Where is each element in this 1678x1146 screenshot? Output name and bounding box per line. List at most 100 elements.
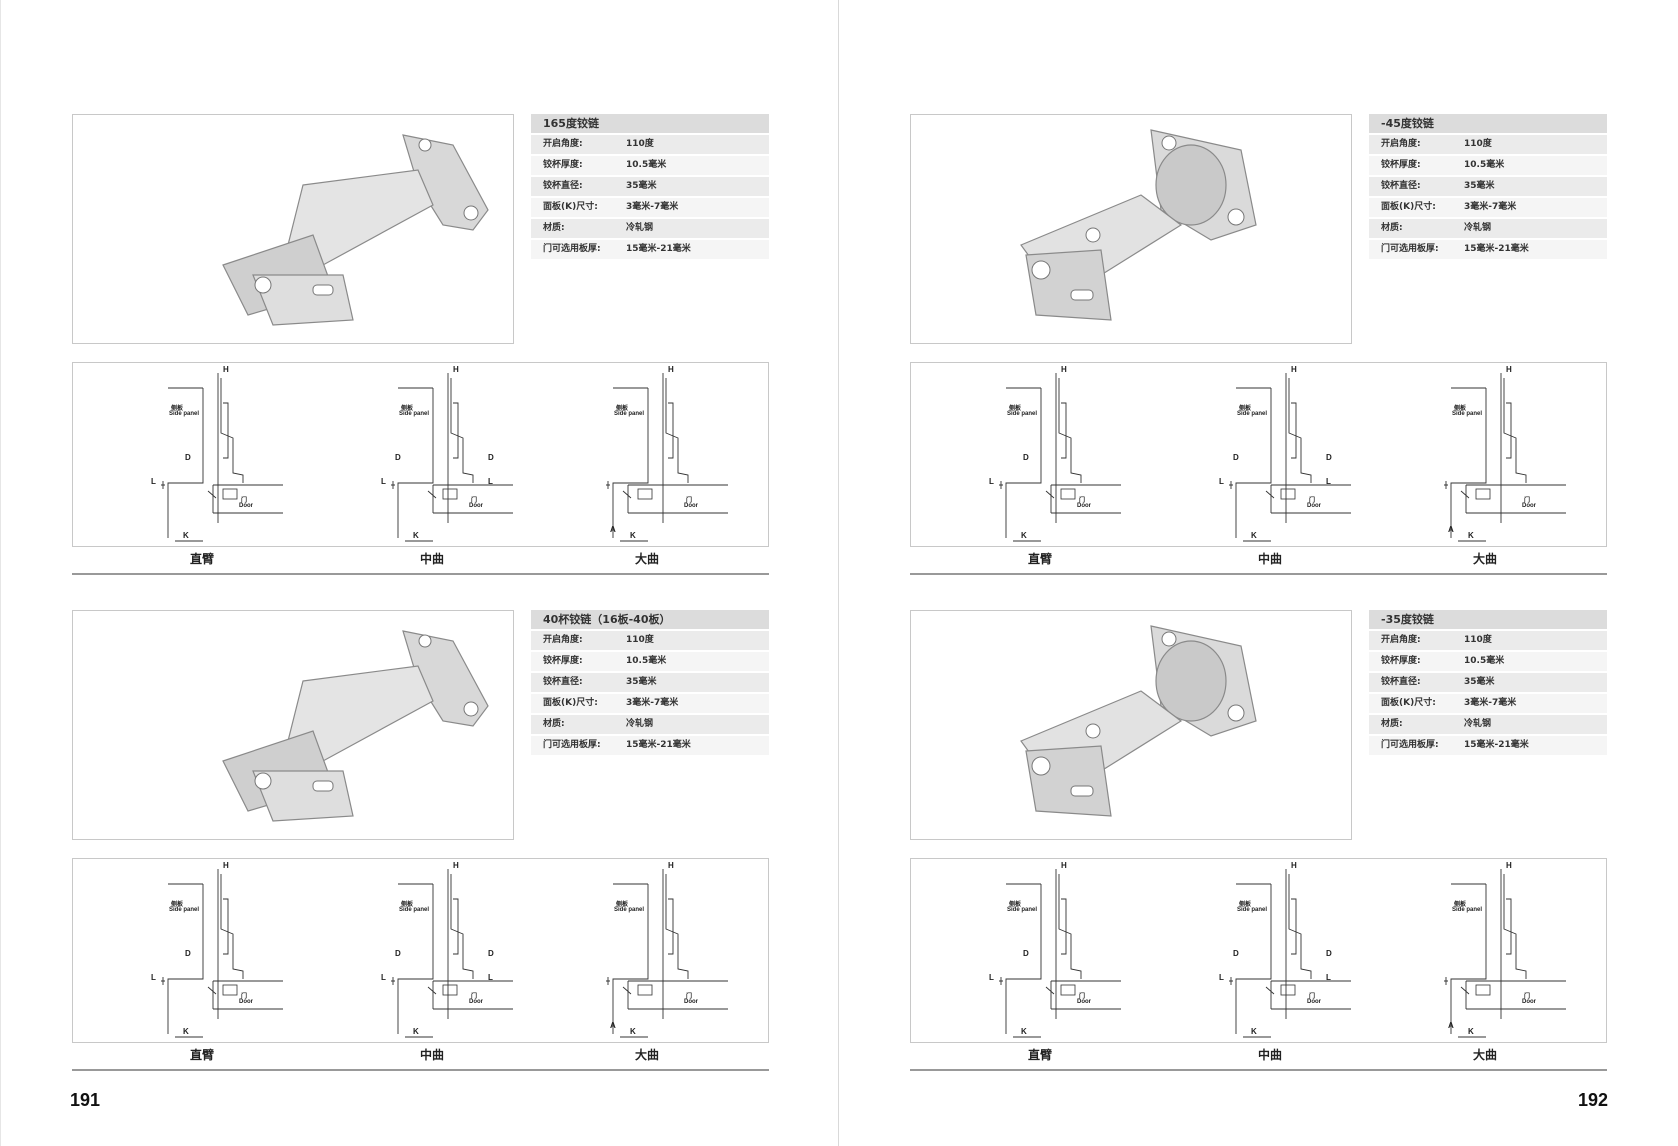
mounting-diagram: H 侧板 Side panel D L 门 Door A K [1326, 859, 1566, 1044]
door-en: Door [1307, 999, 1321, 1005]
arm-type-caption: 直臂 [1027, 1048, 1052, 1062]
product-photo [910, 114, 1352, 344]
spec-label: 铰杯厚度: [543, 656, 583, 666]
product-photo [72, 610, 514, 840]
side-panel-cn: 侧板 [1454, 406, 1467, 412]
spec-label: 材质: [543, 223, 565, 233]
arm-type-caption: 直臂 [1027, 552, 1052, 566]
spec-label: 材质: [1381, 719, 1403, 729]
mounting-diagram: H 侧板 Side panel D L 门 Door K [143, 363, 283, 548]
side-panel-cn: 侧板 [171, 902, 184, 908]
door-en: Door [1077, 999, 1091, 1005]
spec-row: 门可选用板厚: 15毫米-21毫米 [531, 240, 769, 259]
label-h: H [1061, 365, 1067, 374]
arm-type-caption: 直臂 [189, 1048, 214, 1062]
spec-value: 35毫米 [626, 181, 657, 191]
arm-type-caption: 大曲 [1472, 552, 1497, 566]
arm-type-caption: 大曲 [1472, 1048, 1497, 1062]
side-panel-en: Side panel [1237, 907, 1268, 913]
hinge-illustration [1020, 129, 1257, 321]
mounting-diagram: H 侧板 Side panel D L 门 Door A K [488, 363, 728, 548]
label-h: H [668, 365, 674, 374]
spec-table: 165度铰链 开启角度: 110度 铰杯厚度: 10.5毫米 铰杯直径: 35毫… [531, 114, 769, 259]
spec-table: -35度铰链 开启角度: 110度 铰杯厚度: 10.5毫米 铰杯直径: 35毫… [1369, 610, 1607, 755]
spec-table: 40杯铰链（16板-40板） 开启角度: 110度 铰杯厚度: 10.5毫米 铰… [531, 610, 769, 755]
spec-row: 铰杯直径: 35毫米 [1369, 673, 1607, 692]
label-k: K [1468, 1027, 1474, 1036]
label-h: H [1061, 861, 1067, 870]
label-l: L [1326, 477, 1331, 486]
label-l: L [1219, 477, 1224, 486]
label-d: D [395, 453, 401, 462]
label-l: L [381, 477, 386, 486]
door-cn: 门 [1309, 994, 1316, 1000]
arm-type-caption: 直臂 [189, 552, 214, 566]
door-en: Door [1522, 503, 1536, 509]
spec-row: 铰杯厚度: 10.5毫米 [1369, 652, 1607, 671]
spec-row: 门可选用板厚: 15毫米-21毫米 [531, 736, 769, 755]
door-cn: 门 [241, 498, 248, 504]
side-panel-cn: 侧板 [1009, 902, 1022, 908]
spec-label: 开启角度: [1381, 139, 1421, 149]
label-k: K [1468, 531, 1474, 540]
label-a: A [1448, 1021, 1454, 1030]
page-edge [0, 0, 1, 1146]
side-panel-en: Side panel [169, 907, 200, 913]
spec-row: 材质: 冷轧钢 [1369, 219, 1607, 238]
label-k: K [630, 531, 636, 540]
product-title: 40杯铰链（16板-40板） [531, 610, 769, 629]
spec-label: 开启角度: [543, 635, 583, 645]
spec-row: 铰杯厚度: 10.5毫米 [531, 156, 769, 175]
label-k: K [1021, 531, 1027, 540]
spec-value: 15毫米-21毫米 [626, 740, 691, 750]
spec-row: 面板(K)尺寸: 3毫米-7毫米 [1369, 694, 1607, 713]
hinge-illustration [222, 630, 489, 822]
side-panel-en: Side panel [1007, 907, 1038, 913]
label-l: L [989, 477, 994, 486]
side-panel-en: Side panel [614, 411, 645, 417]
mounting-diagram: H 侧板 Side panel D L 门 Door A K [1326, 363, 1566, 548]
label-h: H [223, 365, 229, 374]
label-k: K [1021, 1027, 1027, 1036]
arm-type-caption: 大曲 [634, 1048, 659, 1062]
spec-value: 15毫米-21毫米 [1464, 740, 1529, 750]
door-cn: 门 [1524, 498, 1531, 504]
side-panel-en: Side panel [169, 411, 200, 417]
spec-value: 冷轧钢 [626, 719, 654, 729]
label-h: H [453, 365, 459, 374]
spec-row: 开启角度: 110度 [531, 631, 769, 650]
spec-label: 铰杯厚度: [543, 160, 583, 170]
mounting-diagram: H 侧板 Side panel D L 门 Door K [981, 859, 1121, 1044]
spec-value: 110度 [626, 139, 654, 149]
spec-label: 铰杯厚度: [1381, 656, 1421, 666]
spec-label: 铰杯厚度: [1381, 160, 1421, 170]
spec-value: 35毫米 [626, 677, 657, 687]
spec-value: 110度 [1464, 635, 1492, 645]
section-divider [910, 573, 1607, 575]
label-l: L [1326, 973, 1331, 982]
label-h: H [1506, 365, 1512, 374]
spec-value: 15毫米-21毫米 [1464, 244, 1529, 254]
side-panel-en: Side panel [1007, 411, 1038, 417]
arm-type-caption: 中曲 [419, 552, 444, 566]
hinge-illustration [1020, 625, 1257, 817]
door-cn: 门 [686, 994, 693, 1000]
mounting-diagram: H 侧板 Side panel D L 门 Door A K [488, 859, 728, 1044]
label-l: L [151, 477, 156, 486]
label-a: A [610, 1021, 616, 1030]
arm-type-caption: 中曲 [1257, 552, 1282, 566]
label-d: D [488, 453, 494, 462]
side-panel-en: Side panel [1452, 411, 1483, 417]
label-h: H [1291, 861, 1297, 870]
door-en: Door [1307, 503, 1321, 509]
section-divider [910, 1069, 1607, 1071]
label-d: D [1023, 949, 1029, 958]
spec-value: 冷轧钢 [1464, 719, 1492, 729]
door-cn: 门 [1309, 498, 1316, 504]
spec-row: 材质: 冷轧钢 [531, 715, 769, 734]
spec-label: 门可选用板厚: [1381, 740, 1439, 750]
door-en: Door [684, 503, 698, 509]
arm-type-caption: 大曲 [634, 552, 659, 566]
label-d: D [185, 453, 191, 462]
spec-row: 面板(K)尺寸: 3毫米-7毫米 [1369, 198, 1607, 217]
